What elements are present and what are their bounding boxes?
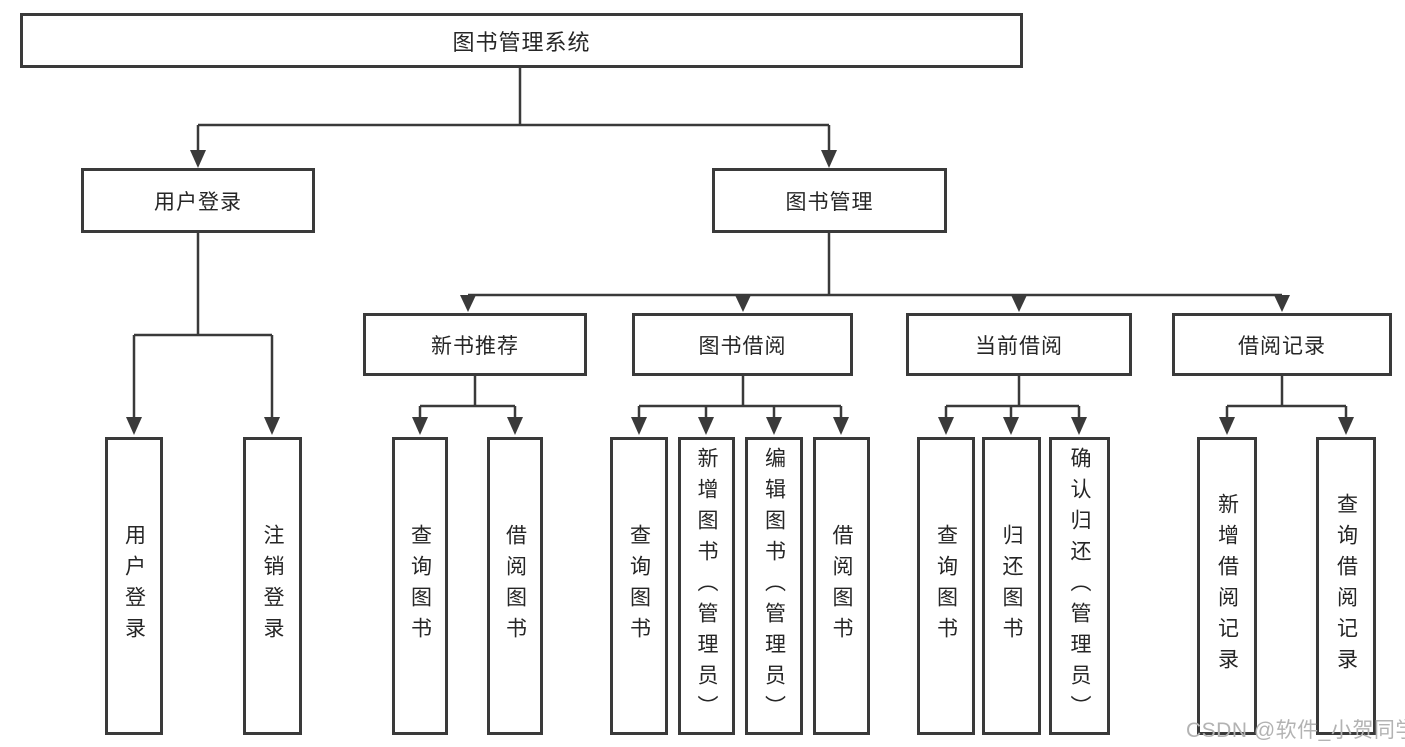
- node-label: 查询图书: [408, 524, 432, 648]
- node-label: 编辑图书（管理员）: [762, 446, 786, 726]
- node-label: 借阅图书: [503, 524, 527, 648]
- node-borrow-records: 借阅记录: [1172, 313, 1392, 376]
- node-label: 归还图书: [1000, 524, 1023, 648]
- node-label: 注销登录: [261, 524, 284, 648]
- node-label: 当前借阅: [975, 334, 1063, 358]
- node-user-login: 用户登录: [81, 168, 315, 233]
- node-label: 新书推荐: [431, 334, 519, 358]
- node-label: 查询图书: [934, 524, 958, 648]
- leaf-query-books-borrow: 查询图书: [610, 437, 668, 735]
- node-label: 确认归还（管理员）: [1068, 446, 1091, 726]
- leaf-query-books-current: 查询图书: [917, 437, 975, 735]
- node-label: 新增图书（管理员）: [695, 446, 718, 726]
- node-label: 借阅记录: [1238, 334, 1326, 358]
- node-book-borrow: 图书借阅: [632, 313, 853, 376]
- node-label: 图书管理系统: [452, 29, 591, 55]
- leaf-query-books-recommend: 查询图书: [392, 437, 448, 735]
- node-root: 图书管理系统: [20, 13, 1023, 68]
- csdn-watermark: CSDN @软件_小贺同学: [1186, 719, 1405, 742]
- leaf-borrow-books: 借阅图书: [813, 437, 870, 735]
- leaf-add-book-admin: 新增图书（管理员）: [678, 437, 735, 735]
- leaf-logout: 注销登录: [243, 437, 302, 735]
- leaf-return-book: 归还图书: [982, 437, 1041, 735]
- leaf-confirm-return-admin: 确认归还（管理员）: [1049, 437, 1110, 735]
- node-label: 查询图书: [627, 524, 651, 648]
- node-book-management: 图书管理: [712, 168, 947, 233]
- node-label: 借阅图书: [830, 524, 853, 648]
- node-label: 用户登录: [154, 190, 242, 214]
- node-label: 图书借阅: [698, 334, 787, 358]
- node-new-book-recommend: 新书推荐: [363, 313, 587, 376]
- node-current-borrow: 当前借阅: [906, 313, 1132, 376]
- leaf-edit-book-admin: 编辑图书（管理员）: [745, 437, 803, 735]
- node-label: 查询借阅记录: [1334, 493, 1358, 679]
- leaf-query-borrow-record: 查询借阅记录: [1316, 437, 1376, 735]
- leaf-user-login: 用户登录: [105, 437, 163, 735]
- leaf-borrow-books-recommend: 借阅图书: [487, 437, 543, 735]
- leaf-add-borrow-record: 新增借阅记录: [1197, 437, 1257, 735]
- node-label: 新增借阅记录: [1215, 493, 1239, 679]
- node-label: 图书管理: [785, 190, 874, 214]
- node-label: 用户登录: [122, 524, 146, 648]
